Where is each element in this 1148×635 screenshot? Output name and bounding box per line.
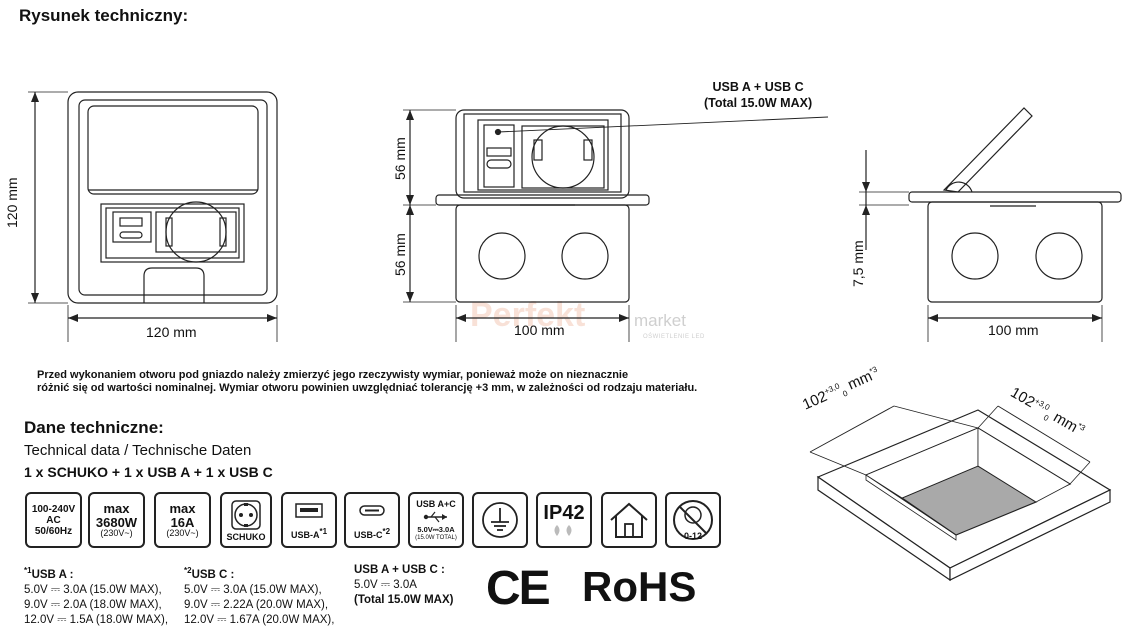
water-drop-icon (554, 525, 572, 536)
usb-c-spec: *2USB C : 5.0V ⎓ 3.0A (15.0W MAX), 9.0V … (184, 566, 335, 626)
front-view-drawing (28, 91, 278, 342)
measurement-note: Przed wykonaniem otworu pod gniazdo nale… (37, 369, 698, 394)
schuko-icon: SCHUKO (220, 492, 272, 548)
usb-trident-icon (423, 511, 447, 522)
page-title: Rysunek techniczny: (19, 6, 189, 25)
usb-a-spec: *1USB A : 5.0V ⎓ 3.0A (15.0W MAX), 9.0V … (24, 566, 169, 626)
tech-data-subtitle: Technical data / Technische Daten (24, 442, 252, 459)
side-top-dim-label: 56 mm (392, 137, 408, 180)
voltage-icon: 100-240V AC 50/60Hz (25, 492, 82, 548)
schuko-socket-icon (231, 499, 261, 530)
front-width-label: 120 mm (146, 324, 197, 340)
open-width-label: 100 mm (988, 322, 1039, 338)
ground-icon (472, 492, 528, 548)
no-children-icon (673, 500, 713, 540)
tech-data-title: Dane techniczne: (24, 418, 164, 437)
side-view-drawing (403, 109, 829, 342)
indoor-icon (601, 492, 657, 548)
watermark-tagline: OŚWIETLENIE LED (643, 334, 705, 340)
max-current-icon: max 16A (230V~) (154, 492, 211, 548)
child-warning-icon: 0-12 (665, 492, 721, 548)
side-bottom-dim-label: 56 mm (392, 233, 408, 276)
earth-ground-icon (482, 502, 518, 538)
watermark-brand-suffix: market (634, 311, 686, 330)
usb-a-port-icon (295, 502, 323, 518)
open-depth-label: 7,5 mm (850, 240, 866, 287)
usb-c-icon: USB-C*2 (344, 492, 400, 548)
front-height-label: 120 mm (4, 177, 20, 228)
cutout-drawing (809, 405, 1112, 582)
usb-total-spec: USB A + USB C : 5.0V ⎓ 3.0A (Total 15.0W… (354, 564, 454, 606)
usb-c-port-icon (359, 504, 385, 516)
open-view-drawing (859, 107, 1122, 342)
max-power-icon: max 3680W (230V~) (88, 492, 145, 548)
house-icon (610, 502, 648, 538)
ce-mark: CE (486, 562, 551, 615)
usb-total-icon: USB A+C 5.0V⎓3.0A (15.0W TOTAL) (408, 492, 464, 548)
rohs-mark: RoHS (582, 563, 697, 610)
socket-configuration: 1 x SCHUKO + 1 x USB A + 1 x USB C (24, 464, 273, 480)
side-width-label: 100 mm (514, 322, 565, 338)
technical-drawings (28, 91, 1122, 342)
usb-a-icon: USB-A*1 (281, 492, 337, 548)
usb-callout: USB A + USB C (Total 15.0W MAX) (704, 80, 813, 110)
ip-rating-icon: IP42 (536, 492, 592, 548)
